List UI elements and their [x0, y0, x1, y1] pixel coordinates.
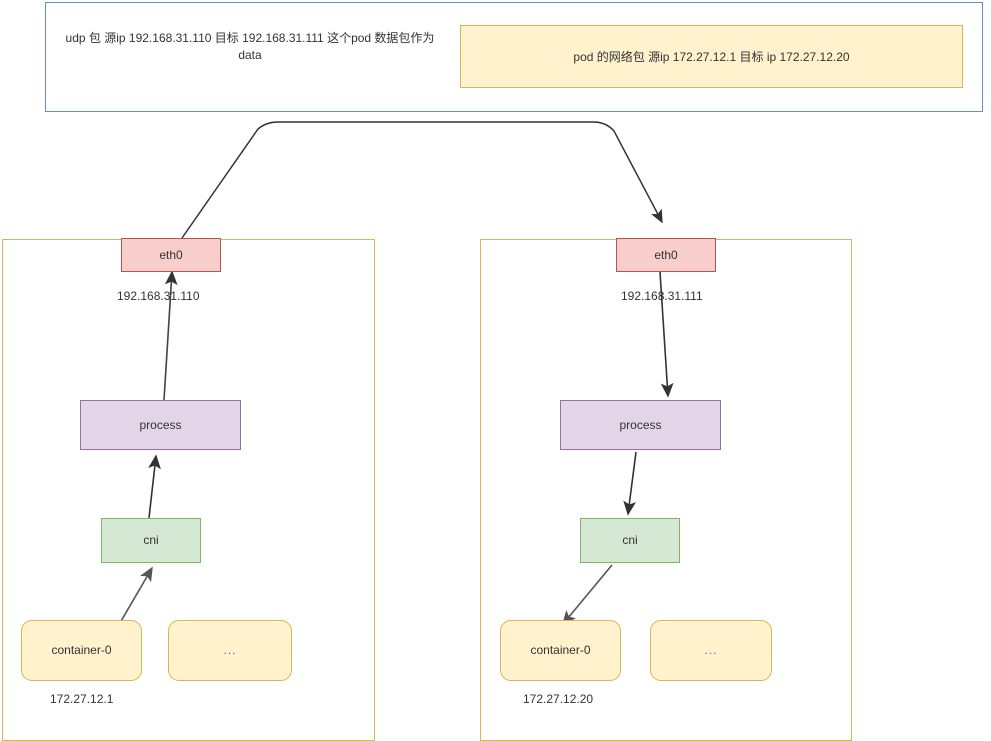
left-eth0-ip-label: 192.168.31.110: [117, 289, 200, 303]
right-container-ellipsis-label: ...: [704, 643, 718, 658]
right-container-ellipsis-node[interactable]: ...: [650, 620, 772, 681]
right-cni-label: cni: [622, 533, 638, 548]
right-cni-node[interactable]: cni: [580, 518, 680, 563]
right-container-0-label: container-0: [530, 643, 591, 658]
left-cni-label: cni: [143, 533, 159, 548]
left-container-0-node[interactable]: container-0: [21, 620, 142, 681]
left-process-label: process: [139, 417, 182, 432]
left-container-ellipsis-label: ...: [223, 643, 237, 658]
right-eth0-label: eth0: [654, 247, 678, 262]
right-process-node[interactable]: process: [560, 400, 721, 450]
left-container-ip-label: 172.27.12.1: [50, 692, 114, 706]
right-eth0-ip-label: 192.168.31.111: [621, 289, 703, 303]
pod-packet-box: pod 的网络包 源ip 172.27.12.1 目标 ip 172.27.12…: [460, 25, 963, 88]
pod-packet-label: pod 的网络包 源ip 172.27.12.1 目标 ip 172.27.12…: [573, 50, 850, 64]
left-cni-node[interactable]: cni: [101, 518, 201, 563]
left-process-node[interactable]: process: [80, 400, 241, 450]
udp-packet-description: udp 包 源ip 192.168.31.110 目标 192.168.31.1…: [65, 31, 435, 63]
right-container-ip-label: 172.27.12.20: [523, 692, 594, 706]
right-container-0-node[interactable]: container-0: [500, 620, 621, 681]
right-eth0-node[interactable]: eth0: [616, 238, 716, 272]
edge-eth0-to-eth0: [181, 121, 663, 239]
right-process-label: process: [619, 417, 662, 432]
left-eth0-label: eth0: [159, 247, 183, 262]
left-container-ellipsis-node[interactable]: ...: [168, 620, 292, 681]
left-container-0-label: container-0: [51, 643, 112, 658]
left-eth0-node[interactable]: eth0: [121, 238, 221, 272]
